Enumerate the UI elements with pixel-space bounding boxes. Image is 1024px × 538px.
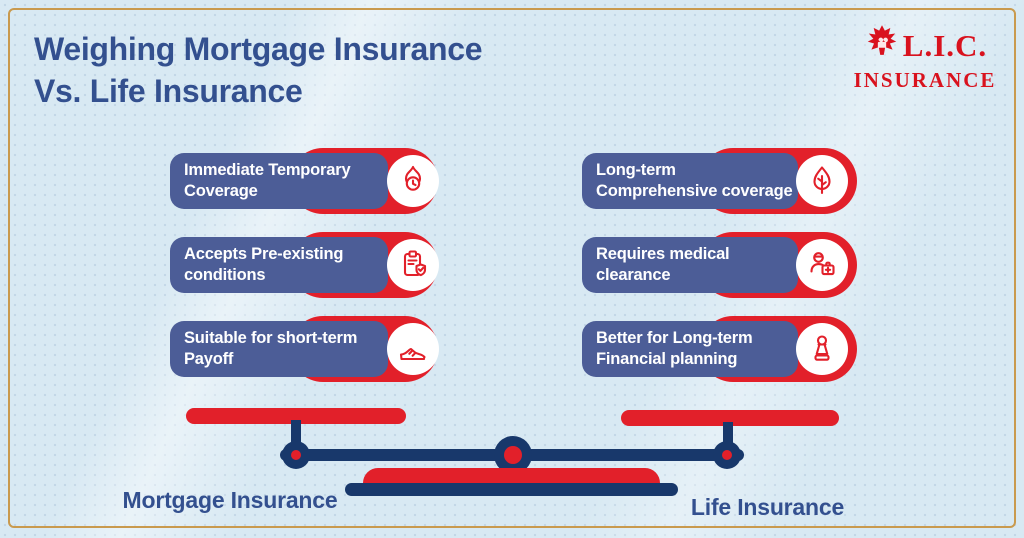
benefit-pill: Accepts Pre-existing conditions bbox=[170, 232, 439, 298]
pill-label-box: Immediate Temporary Coverage bbox=[170, 153, 388, 209]
joint-dot bbox=[722, 450, 732, 460]
pill-label: Accepts Pre-existing conditions bbox=[184, 244, 344, 284]
doctor-medical-kit-icon bbox=[796, 239, 848, 291]
page-title-line1: Weighing Mortgage Insurance bbox=[34, 31, 483, 67]
page-title: Weighing Mortgage Insurance Vs. Life Ins… bbox=[34, 28, 483, 112]
pill-label-box: Better for Long-term Financial planning bbox=[582, 321, 798, 377]
pill-label: Long-term Comprehensive coverage bbox=[596, 160, 793, 200]
joint-dot bbox=[291, 450, 301, 460]
scale-base-bar bbox=[345, 483, 678, 496]
logo-subtitle-text: INSURANCE bbox=[853, 68, 997, 92]
scale-left-plate bbox=[186, 408, 406, 424]
pill-label: Better for Long-term Financial planning bbox=[596, 328, 753, 368]
maple-leaf-icon bbox=[863, 24, 901, 67]
scale-left-label: Mortgage Insurance bbox=[122, 487, 338, 513]
scale-left-stem bbox=[291, 420, 301, 456]
clipboard-shield-icon bbox=[387, 239, 439, 291]
benefit-pill: Long-term Comprehensive coverage bbox=[582, 148, 857, 214]
scale-base-mound bbox=[363, 468, 660, 486]
flame-clock-icon bbox=[387, 155, 439, 207]
benefit-pill: Immediate Temporary Coverage bbox=[170, 148, 439, 214]
pill-label-box: Long-term Comprehensive coverage bbox=[582, 153, 798, 209]
pill-label-box: Accepts Pre-existing conditions bbox=[170, 237, 388, 293]
benefit-pill: Requires medical clearance bbox=[582, 232, 857, 298]
leaf-icon bbox=[796, 155, 848, 207]
logo-brand-text: L.I.C. bbox=[902, 28, 988, 63]
pill-label: Immediate Temporary Coverage bbox=[184, 160, 351, 200]
pill-label: Requires medical clearance bbox=[596, 244, 730, 284]
page-title-line2: Vs. Life Insurance bbox=[34, 73, 303, 110]
pill-label-box: Suitable for short-term Payoff bbox=[170, 321, 388, 377]
pill-label: Suitable for short-term Payoff bbox=[184, 328, 358, 368]
scale-left-joint bbox=[282, 441, 310, 469]
scale-right-stem bbox=[723, 422, 733, 456]
scale-right-label: Life Insurance bbox=[690, 494, 845, 520]
chess-pawn-icon bbox=[796, 323, 848, 375]
scale-right-joint bbox=[713, 441, 741, 469]
benefit-pill: Suitable for short-term Payoff bbox=[170, 316, 439, 382]
scale-fulcrum bbox=[494, 436, 532, 474]
benefit-pill: Better for Long-term Financial planning bbox=[582, 316, 857, 382]
running-shoe-icon bbox=[387, 323, 439, 375]
scale-right-plate bbox=[621, 410, 839, 426]
lic-logo: L.I.C. INSURANCE bbox=[843, 24, 1007, 92]
pill-label-box: Requires medical clearance bbox=[582, 237, 798, 293]
fulcrum-dot bbox=[504, 446, 522, 464]
